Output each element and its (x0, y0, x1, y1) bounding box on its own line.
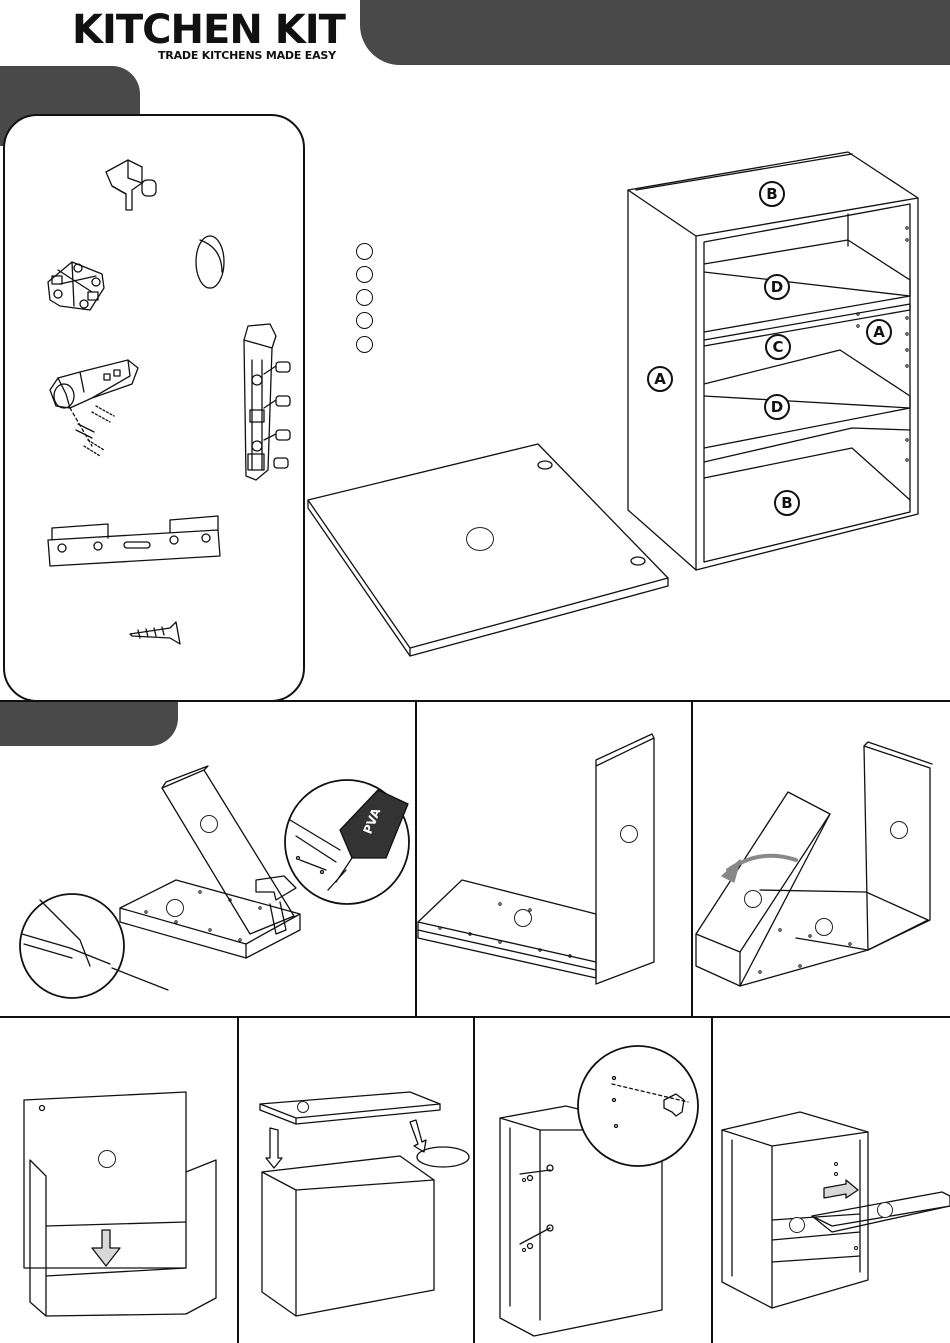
cabinet-assembled-illustration (628, 152, 918, 570)
step3-illustration (696, 742, 932, 986)
legend-marker (356, 289, 373, 306)
step2-illustration (418, 734, 654, 984)
screw-icon (130, 622, 180, 644)
part-marker-top (297, 1101, 309, 1113)
mounting-plate-icon (48, 262, 104, 310)
part-marker-shelf (877, 1202, 893, 1218)
part-marker-back-panel (98, 1150, 116, 1168)
part-label-fixed-shelf: C (765, 334, 791, 360)
step1-illustration (20, 766, 409, 998)
hinge-icon (50, 360, 138, 456)
part-label-bottom: B (774, 490, 800, 516)
part-label-shelf-lower: D (764, 394, 790, 420)
part-marker-bottom (815, 918, 833, 936)
back-panel-illustration (308, 444, 668, 656)
part-marker-side (744, 890, 762, 908)
step5-illustration (260, 1092, 469, 1316)
legend-marker (356, 243, 373, 260)
part-marker-back-panel (466, 527, 494, 551)
legend-marker (356, 266, 373, 283)
legend-marker (356, 336, 373, 353)
part-marker-side (620, 825, 638, 843)
part-label-side-right: A (866, 319, 892, 345)
part-label-side-left: A (647, 366, 673, 392)
part-marker-fixed-shelf (789, 1217, 805, 1233)
shelf-pin-icon (106, 160, 156, 210)
part-label-shelf-upper: D (764, 274, 790, 300)
part-label-top: B (759, 181, 785, 207)
cover-cap-icon (196, 236, 224, 288)
step6-illustration (500, 1046, 698, 1336)
part-marker-bottom (166, 899, 184, 917)
legend-marker (356, 312, 373, 329)
hanging-bracket-icon (244, 324, 290, 480)
step4-illustration (24, 1092, 216, 1316)
hanging-rail-icon (48, 516, 220, 566)
part-marker-bottom (514, 909, 532, 927)
part-marker-side (890, 821, 908, 839)
step7-illustration (722, 1112, 950, 1308)
part-marker-side (200, 815, 218, 833)
